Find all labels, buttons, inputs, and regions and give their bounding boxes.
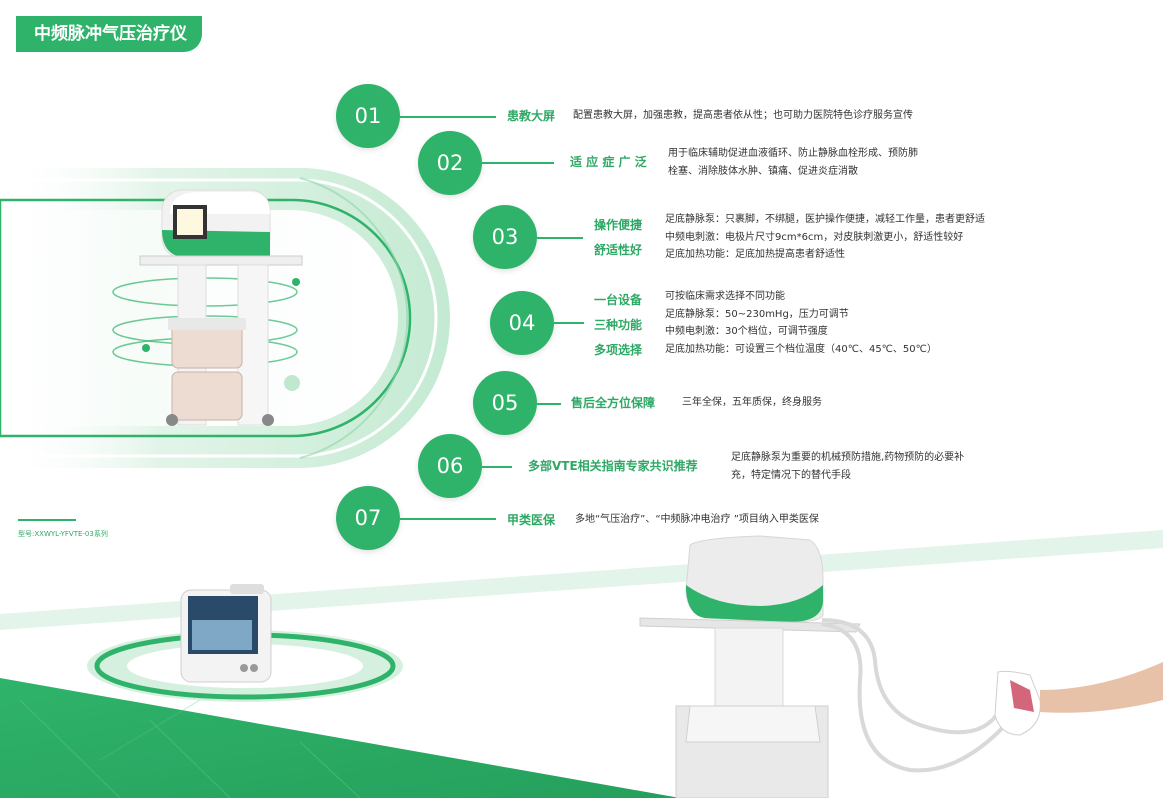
feature-connector bbox=[400, 518, 496, 520]
feature-connector bbox=[482, 466, 512, 468]
feature-desc: 配置患教大屏，加强患教，提高患者依从性；也可助力医院特色诊疗服务宣传 bbox=[573, 110, 913, 121]
feature-desc: 可按临床需求选择不同功能足底静脉泵：50~230mHg，压力可调节中频电刺激：3… bbox=[665, 291, 937, 355]
cart-right bbox=[639, 535, 1163, 798]
page-title: 中频脉冲气压治疗仪 bbox=[16, 16, 202, 52]
model-label: 型号:XXWYL-YFVTE-03系列 bbox=[18, 530, 108, 538]
capsule-green-ring bbox=[0, 198, 412, 438]
feature-number-badge: 06 bbox=[418, 434, 482, 498]
feature-desc: 用于临床辅助促进血液循环、防止静脉血栓形成、预防肺栓塞、消除肢体水肿、镇痛、促进… bbox=[668, 148, 918, 177]
cart-left bbox=[139, 189, 303, 426]
feature-desc: 三年全保，五年质保，终身服务 bbox=[682, 397, 822, 408]
feature-title: 患教大屏 bbox=[507, 109, 556, 123]
small-device bbox=[180, 584, 272, 683]
feature-title: 多部VTE相关指南专家共识推荐 bbox=[528, 459, 698, 473]
model-divider bbox=[18, 519, 76, 521]
feature-title: 适 应 症 广 泛 bbox=[570, 155, 647, 169]
feature-title: 甲类医保 bbox=[507, 513, 556, 527]
feature-number-badge: 07 bbox=[336, 486, 400, 550]
feature-connector bbox=[537, 403, 561, 405]
feature-number-badge: 05 bbox=[473, 371, 537, 435]
feature-title: 一台设备三种功能多项选择 bbox=[594, 293, 643, 357]
feature-number-badge: 03 bbox=[473, 205, 537, 269]
feature-desc: 足底静脉泵：只裹脚，不绑腿，医护操作便捷，减轻工作量，患者更舒适中频电刺激：电极… bbox=[665, 214, 985, 260]
feature-connector bbox=[554, 322, 584, 324]
feature-number-badge: 02 bbox=[418, 131, 482, 195]
feature-desc: 足底静脉泵为重要的机械预防措施,药物预防的必要补充，特定情况下的替代手段 bbox=[731, 452, 965, 481]
bottom-green bbox=[0, 678, 680, 798]
capsule-ring bbox=[0, 178, 438, 458]
feature-desc: 多地“气压治疗”、“中频脉冲电治疗 ”项目纳入甲类医保 bbox=[575, 514, 819, 525]
feature-connector bbox=[400, 116, 496, 118]
feature-title: 操作便捷舒适性好 bbox=[594, 218, 643, 257]
feature-connector bbox=[537, 237, 583, 239]
feature-number-badge: 01 bbox=[336, 84, 400, 148]
feature-number-badge: 04 bbox=[490, 291, 554, 355]
feature-title: 售后全方位保障 bbox=[571, 396, 656, 410]
feature-connector bbox=[482, 162, 554, 164]
